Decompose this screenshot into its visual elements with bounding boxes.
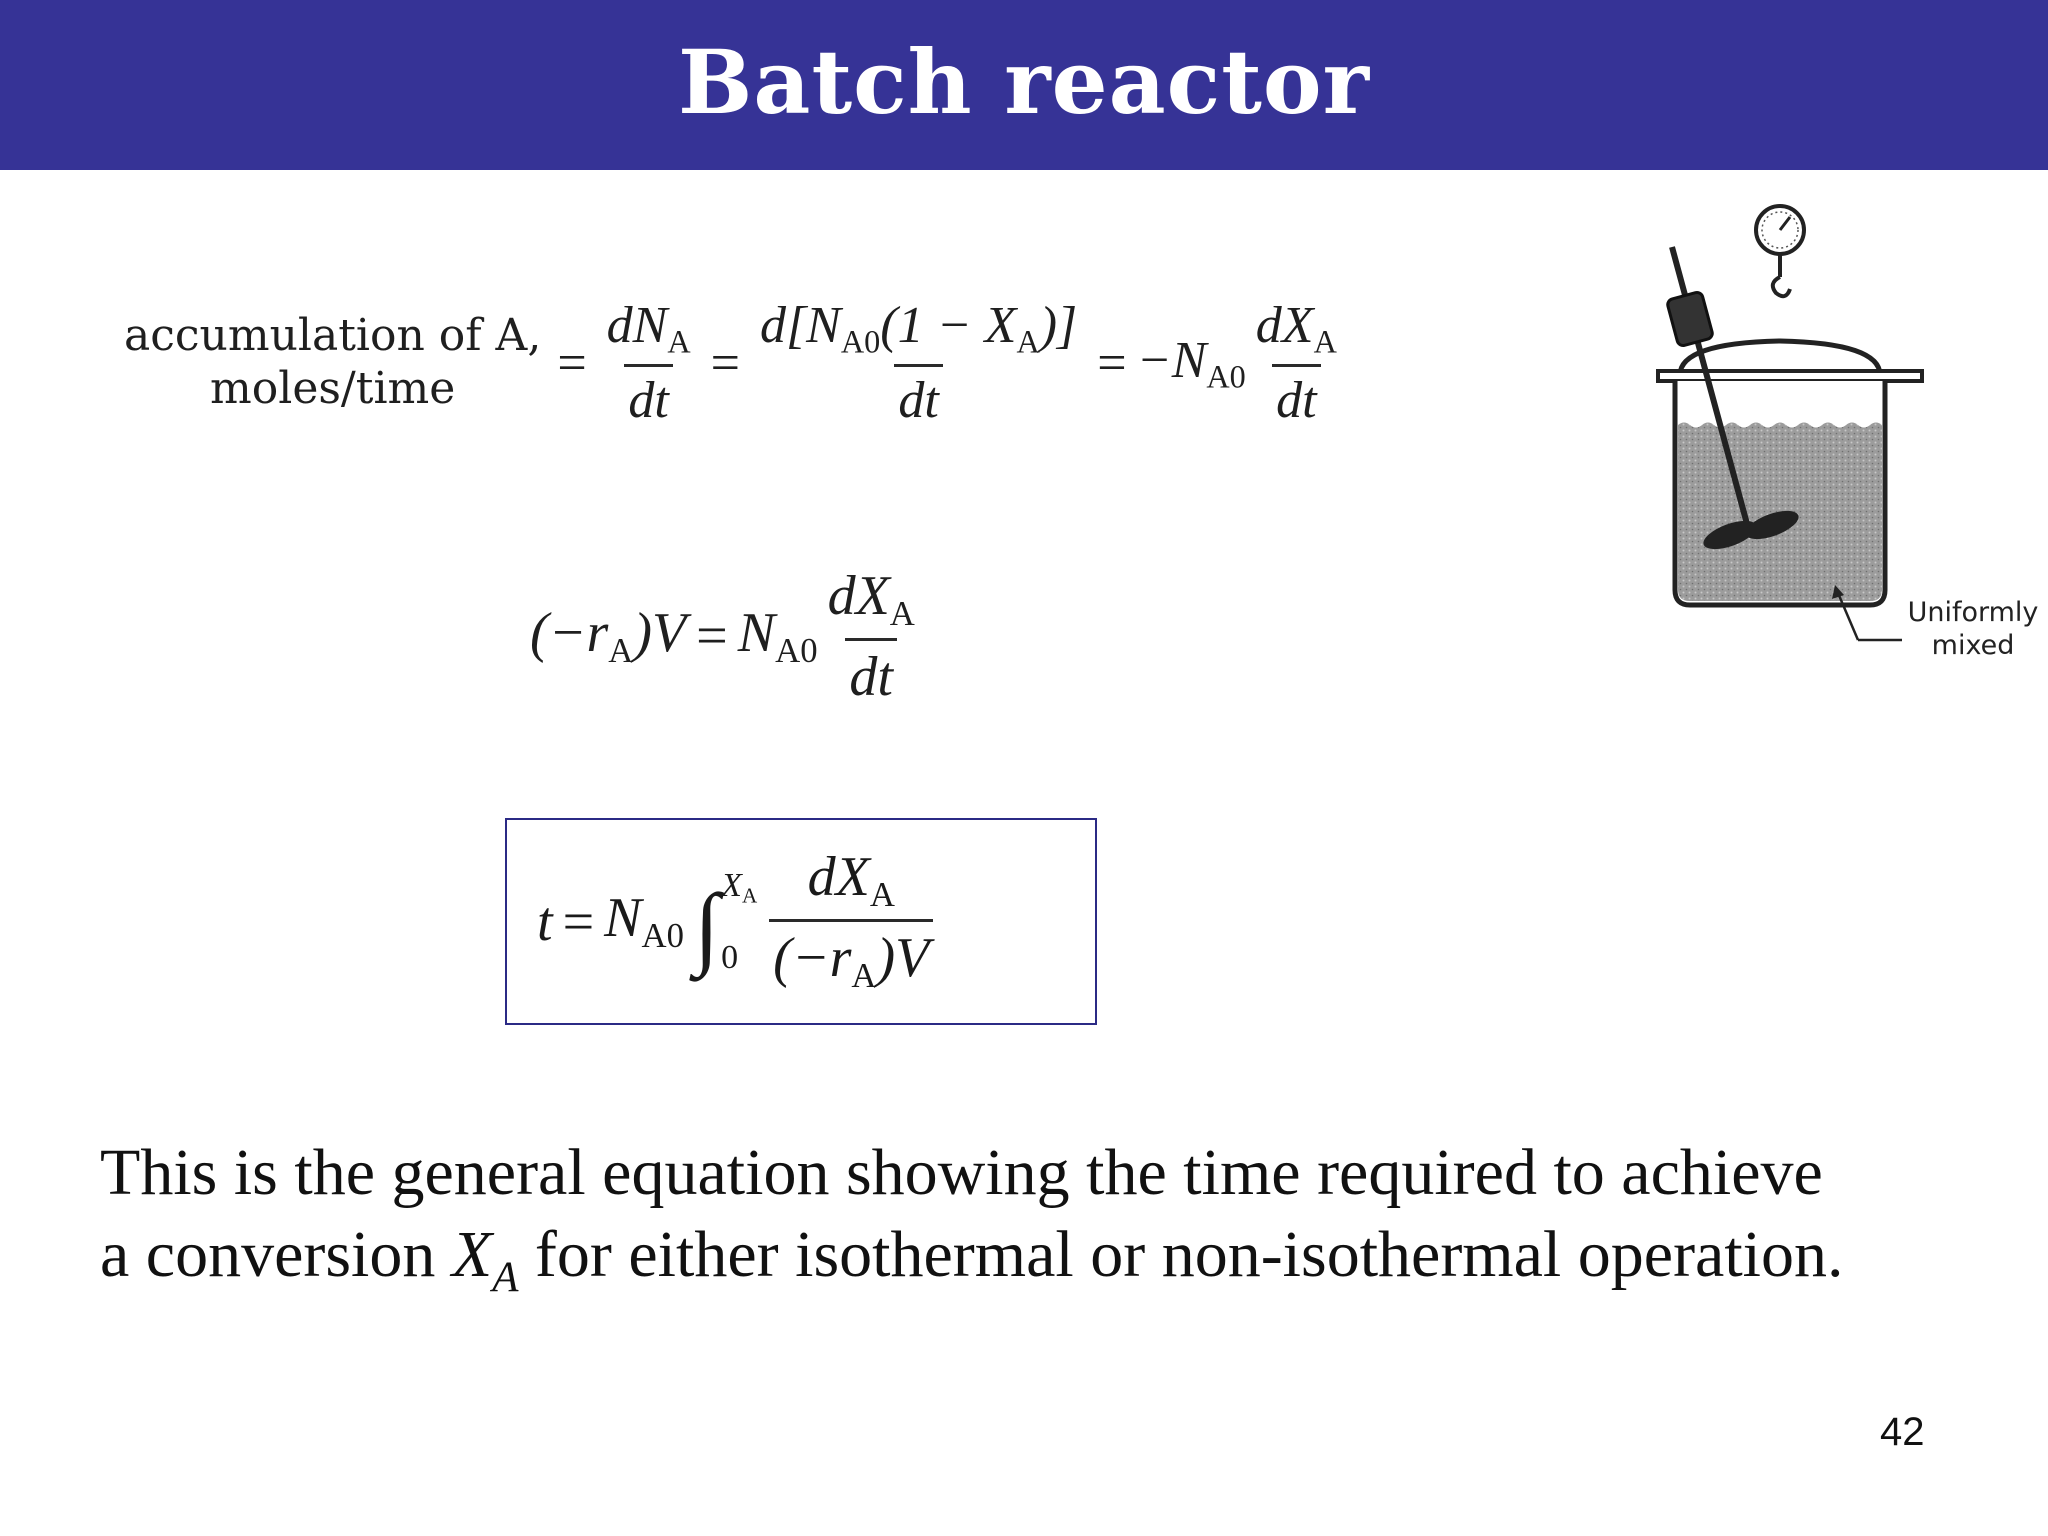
subscript-A: A [667, 323, 691, 360]
explanation-text: This is the general equation showing the… [100, 1132, 1980, 1319]
equals-sign: = [710, 334, 740, 392]
reactor-vessel [1672, 381, 1888, 608]
subscript-A: A [1313, 323, 1337, 360]
numerator-dN: dN [606, 297, 668, 354]
caption-line2: mixed [1931, 630, 2015, 661]
upper-limit-sub: A [741, 883, 758, 908]
equals-sign: = [562, 890, 595, 953]
page-number: 42 [1880, 1410, 1925, 1454]
conversion-variable: X [451, 1218, 493, 1291]
fraction-dNA-dt: dNA dt [603, 300, 695, 427]
batch-reactor-diagram [1656, 204, 1924, 642]
explanation-line1: This is the general equation showing the… [100, 1136, 1823, 1209]
upper-limit: X [721, 866, 742, 904]
numerator-dX: dX [807, 846, 870, 909]
denominator-open: (−r [773, 927, 852, 989]
lhs-close: )V [633, 602, 687, 665]
denominator-dt: dt [624, 363, 673, 427]
numerator-close: )] [1039, 297, 1078, 354]
numerator-dX: dX [827, 565, 890, 627]
numerator-d-bracket: d[N [759, 297, 841, 354]
line2-pre: a conversion [100, 1218, 452, 1291]
accumulation-label-line1: accumulation of A, [124, 310, 542, 362]
equals-sign: = [1097, 334, 1127, 392]
lower-limit: 0 [721, 938, 739, 976]
subscript-A: A [608, 631, 634, 671]
line2-post: for either isothermal or non-isothermal … [518, 1218, 1844, 1291]
fraction-dNA0-dt: d[NA0(1 − XA)] dt [756, 300, 1081, 427]
subscript-A: A [869, 875, 895, 915]
denominator-dt: dt [894, 363, 943, 427]
pointer-arrow-icon [1832, 585, 1902, 642]
fraction-dXA-dt: dXA dt [824, 568, 919, 705]
integral-limits: XA 0 [721, 867, 757, 977]
reactor-lid [1656, 338, 1924, 383]
minus-N: −N [1136, 332, 1207, 390]
equals-sign: = [696, 605, 728, 668]
title-bar: Batch reactor [0, 0, 2048, 170]
subscript-A0: A0 [840, 323, 881, 360]
stirrer-icon [1666, 246, 1799, 550]
caption-line1: Uniformly [1907, 597, 2039, 628]
lhs-open: (−r [530, 602, 609, 665]
conversion-variable-sub: A [492, 1254, 519, 1301]
N-symbol: N [737, 602, 776, 665]
fraction-dXA-rAV: dXA (−rA)V [769, 846, 934, 996]
numerator-dX: dX [1255, 297, 1314, 354]
fraction-dXA-dt: dXA dt [1252, 300, 1341, 427]
subscript-A: A [1016, 323, 1040, 360]
N-symbol: N [604, 887, 642, 950]
subscript-A: A [889, 594, 915, 634]
reactor-caption: Uniformly mixed [1898, 596, 2048, 662]
subscript-A: A [851, 956, 877, 996]
subscript-A0: A0 [775, 631, 818, 671]
subscript-A0: A0 [1206, 358, 1246, 395]
numerator-one-minus: (1 − X [880, 297, 1017, 354]
t-symbol: t [537, 890, 553, 953]
slide-title: Batch reactor [678, 30, 1370, 134]
denominator-dt: dt [845, 637, 897, 705]
integral-sign: ∫ [693, 874, 720, 977]
pressure-gauge-icon [1754, 204, 1806, 299]
subscript-A0: A0 [641, 916, 684, 956]
explanation-line2: a conversion XA for either isothermal or… [100, 1214, 1980, 1319]
rate-equation: (−rA)V = NA0 dXA dt [530, 568, 925, 705]
accumulation-label: accumulation of A, moles/time [124, 310, 541, 416]
denominator-close: )V [876, 927, 930, 989]
accumulation-equation: accumulation of A, moles/time = dNA dt =… [124, 300, 1347, 427]
accumulation-label-line2: moles/time [210, 363, 456, 415]
equals-sign: = [557, 334, 587, 392]
denominator-dt: dt [1272, 363, 1321, 427]
batch-time-equation-box: t = NA0 ∫ XA 0 dXA (−rA)V [505, 818, 1097, 1025]
